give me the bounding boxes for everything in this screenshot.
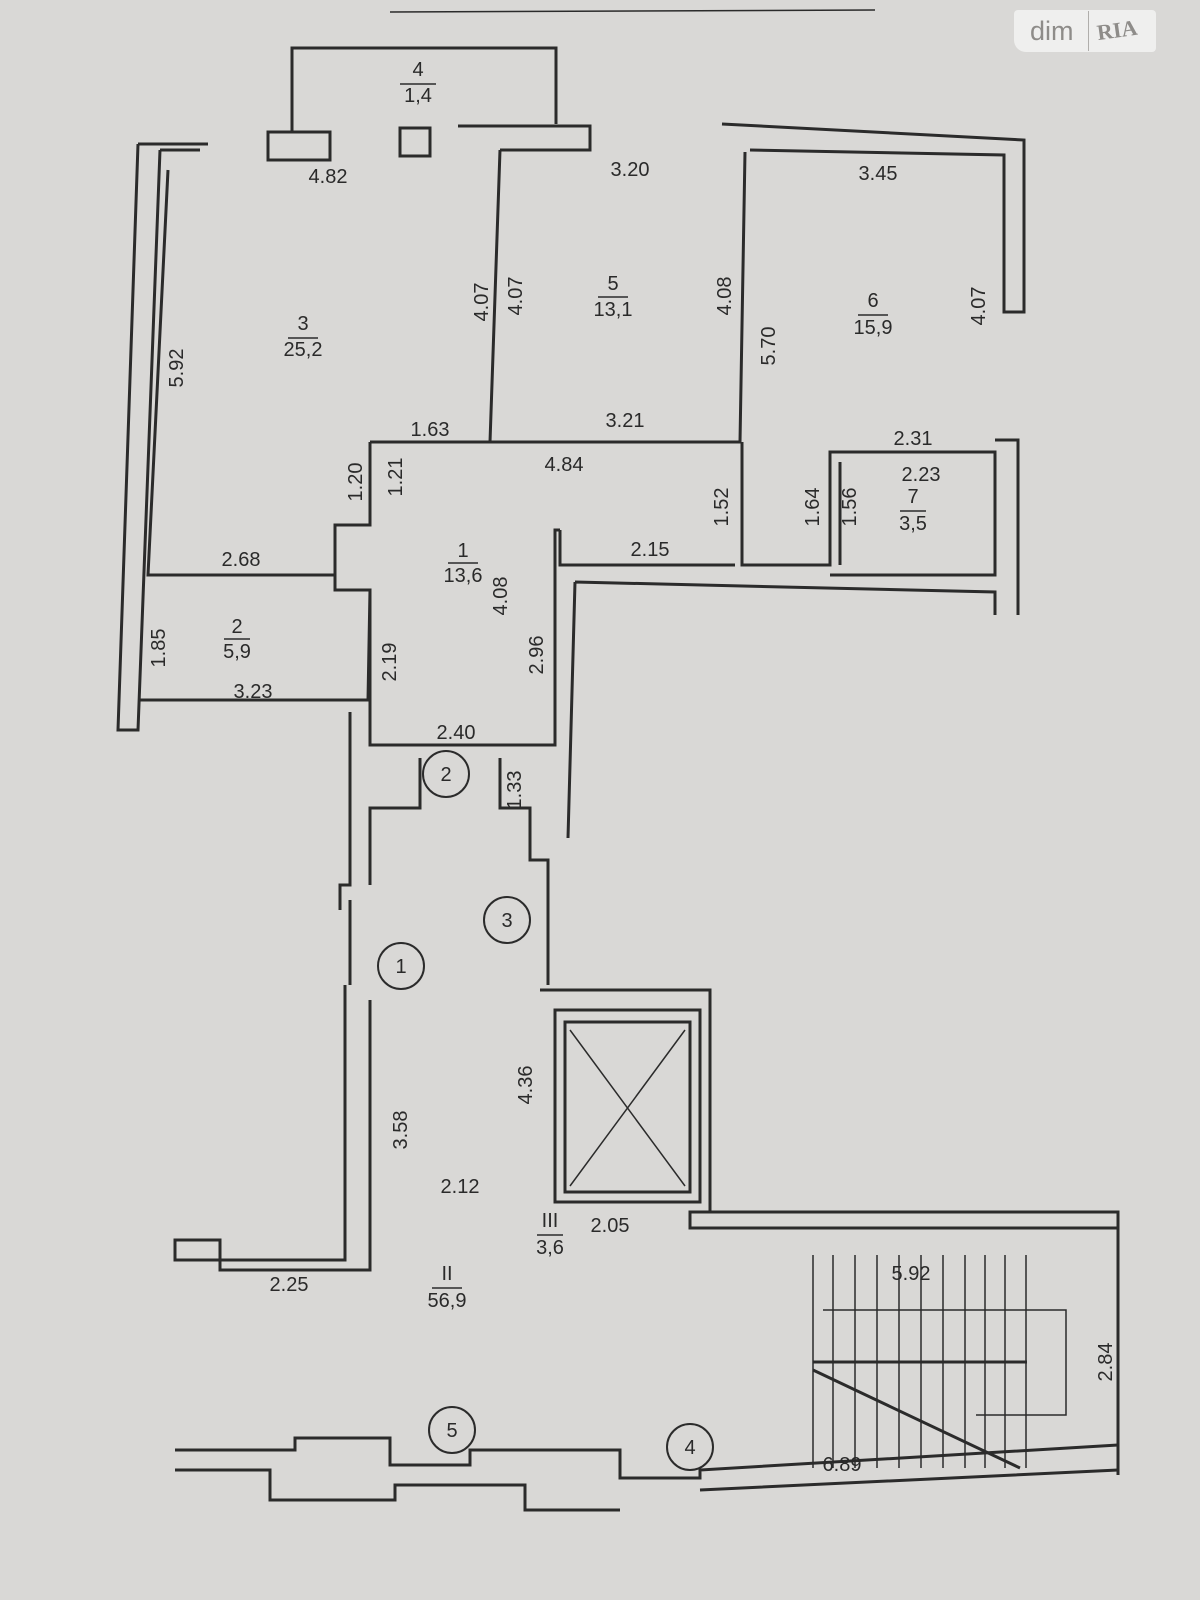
marker-circle (428, 1406, 476, 1454)
room-II-number: II (441, 1263, 452, 1285)
dim-ria-logo: dim RIA (1014, 10, 1156, 52)
stairs (812, 1255, 1067, 1470)
dim-label: 2.40 (437, 722, 476, 744)
marker-circle (422, 750, 470, 798)
marker-1: 1 (395, 956, 406, 978)
room-3-number: 3 (297, 313, 308, 335)
room-1-area: 13,6 (444, 565, 483, 587)
marker-circle (377, 942, 425, 990)
marker-2: 2 (440, 764, 451, 786)
room-6-number: 6 (867, 290, 878, 312)
dim-label: 3.58 (390, 1111, 412, 1150)
dim-label: 4.08 (714, 277, 736, 316)
room-2-area: 5,9 (223, 641, 251, 663)
section-markers: 1 2 3 4 5 (377, 750, 714, 1471)
dimension-labels: 4.82 3.20 3.45 5.92 4.07 4.07 4.08 5.70 … (148, 159, 1117, 1476)
dim-label: 4.07 (505, 277, 527, 316)
dim-label: 5.92 (166, 349, 188, 388)
logo-dim: dim (1014, 11, 1089, 51)
room-6-area: 15,9 (854, 317, 893, 339)
marker-circle (666, 1423, 714, 1471)
room-II-area: 56,9 (428, 1290, 467, 1312)
dim-label: 4.07 (968, 287, 990, 326)
dim-label: 2.68 (222, 549, 261, 571)
room-3-area: 25,2 (284, 339, 323, 361)
dim-label: 4.84 (545, 454, 584, 476)
room-4-number: 4 (412, 59, 423, 81)
walls (116, 9, 1120, 1512)
dim-label: 5.70 (758, 327, 780, 366)
room-labels: 4 1,4 3 25,2 5 13,1 6 15,9 7 3,5 1 13,6 … (223, 59, 927, 1312)
room-III-area: 3,6 (536, 1237, 564, 1259)
room-5-area: 13,1 (594, 299, 633, 321)
dim-label: 3.45 (859, 163, 898, 185)
dim-label: 4.36 (515, 1066, 537, 1105)
dim-label: 2.31 (894, 428, 933, 450)
dim-label: 1.85 (148, 629, 170, 668)
room-7-number: 7 (907, 486, 918, 508)
room-5-number: 5 (607, 273, 618, 295)
dim-label: 4.08 (490, 577, 512, 616)
dim-label: 1.64 (802, 488, 824, 527)
dim-label: 6.89 (823, 1454, 862, 1476)
room-III-number: III (542, 1210, 559, 1232)
room-2-number: 2 (231, 616, 242, 638)
dim-label: 1.33 (504, 771, 526, 810)
dim-label: 1.52 (711, 488, 733, 527)
dim-label: 2.84 (1095, 1343, 1117, 1382)
marker-circle (483, 896, 531, 944)
dim-label: 2.12 (441, 1176, 480, 1198)
dim-label: 1.21 (385, 458, 407, 497)
marker-3: 3 (501, 910, 512, 932)
dim-label: 2.15 (631, 539, 670, 561)
dim-label: 2.23 (902, 464, 941, 486)
dim-label: 3.20 (611, 159, 650, 181)
room-7-area: 3,5 (899, 513, 927, 535)
room-4-area: 1,4 (404, 85, 432, 107)
dim-label: 1.63 (411, 419, 450, 441)
dim-label: 1.56 (839, 488, 861, 527)
dim-label: 2.05 (591, 1215, 630, 1237)
dim-label: 4.07 (471, 283, 493, 322)
marker-5: 5 (446, 1420, 457, 1442)
dim-label: 1.20 (345, 463, 367, 502)
dim-label: 2.19 (379, 643, 401, 682)
room-1-number: 1 (457, 540, 468, 562)
dim-label: 5.92 (892, 1263, 931, 1285)
dim-label: 3.21 (606, 410, 645, 432)
marker-4: 4 (684, 1437, 695, 1459)
dim-label: 4.82 (309, 166, 348, 188)
dim-label: 3.23 (234, 681, 273, 703)
dim-label: 2.25 (270, 1274, 309, 1296)
dim-label: 2.96 (526, 636, 548, 675)
